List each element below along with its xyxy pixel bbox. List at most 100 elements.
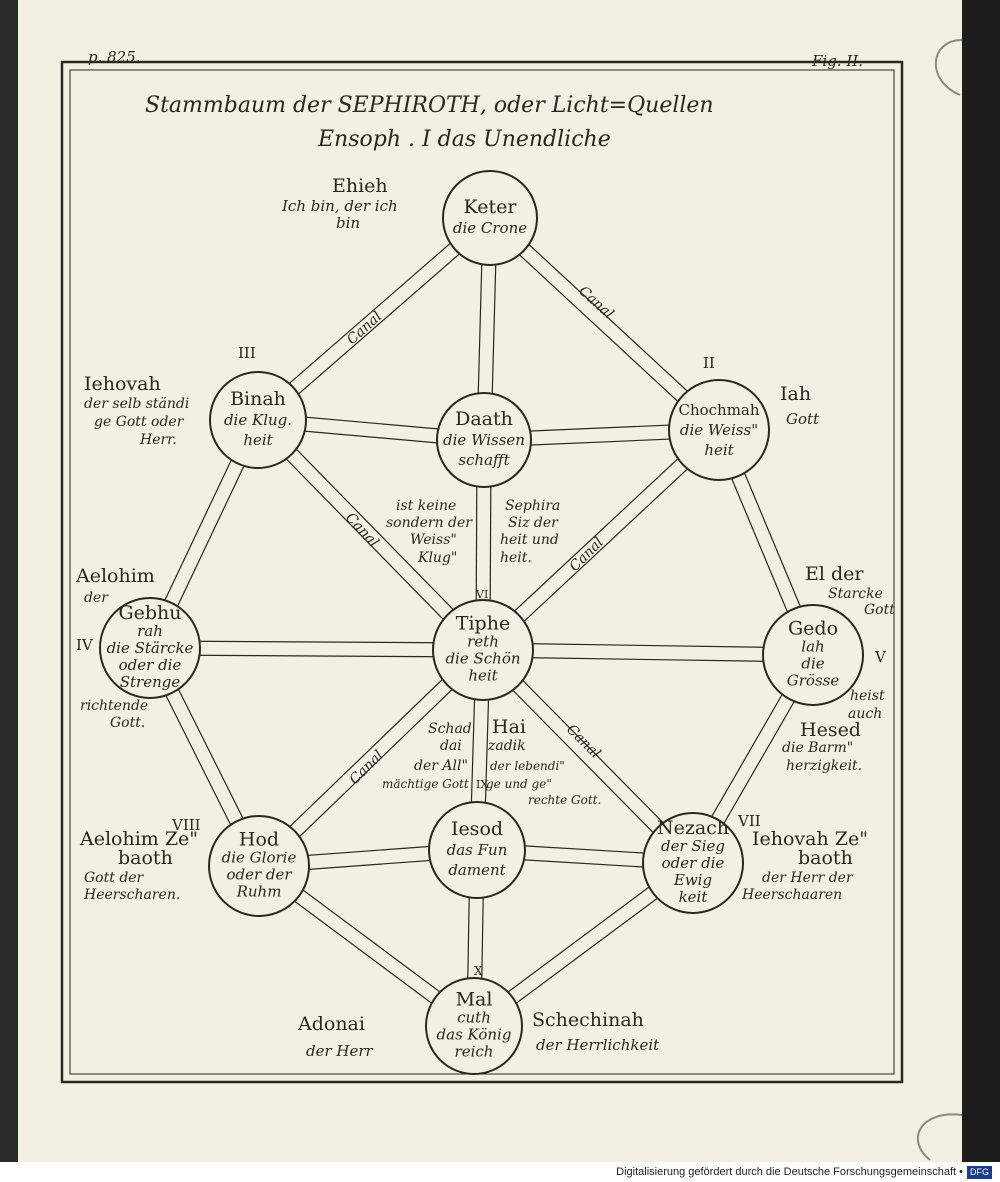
svg-text:Aelohim Ze": Aelohim Ze" xyxy=(79,828,198,850)
svg-text:die Barm": die Barm" xyxy=(782,740,853,756)
numeral-gebhurah: IV xyxy=(76,636,94,654)
canal-label: Canal xyxy=(567,535,607,575)
node-subtitle: heit xyxy=(243,431,273,449)
svg-text:der: der xyxy=(84,590,109,606)
svg-text:ge Gott oder: ge Gott oder xyxy=(94,414,185,430)
annotation-iah: Iah Gott xyxy=(780,383,820,428)
node-circle xyxy=(668,379,770,481)
node-name: Hod xyxy=(239,829,279,851)
binder-clip-bottom xyxy=(916,1113,963,1161)
svg-text:baoth: baoth xyxy=(118,847,173,869)
svg-text:zadik: zadik xyxy=(487,738,526,754)
canal-line xyxy=(252,424,479,656)
annotation-iehovah-left: Iehovah der selb ständi ge Gott oder Her… xyxy=(84,373,189,448)
node-subtitle: reth xyxy=(467,633,499,651)
svg-text:Schechinah: Schechinah xyxy=(532,1009,644,1031)
node-subtitle: die Weiss" xyxy=(680,421,758,439)
svg-text:der Herr: der Herr xyxy=(306,1042,374,1060)
canal-label: Canal xyxy=(575,283,616,322)
svg-text:Siz der: Siz der xyxy=(508,515,559,531)
page-label-left: p. 825. xyxy=(88,48,141,66)
canal-line xyxy=(262,414,489,646)
svg-text:Gott der: Gott der xyxy=(84,870,145,886)
annotation-hesed: heist auch Hesed die Barm" herzigkeit. xyxy=(782,688,885,774)
svg-text:herzigkeit.: herzigkeit. xyxy=(786,758,862,774)
node-subtitle: das König xyxy=(437,1026,512,1044)
node-subtitle: die Stärcke xyxy=(107,639,194,657)
title-line-1: Stammbaum der SEPHIROTH, oder Licht=Quel… xyxy=(145,93,714,118)
svg-text:Heerscharen.: Heerscharen. xyxy=(83,887,180,903)
node-subtitle: die xyxy=(801,655,824,673)
svg-text:Weiss": Weiss" xyxy=(410,532,457,548)
annotation-schaddai: Schad dai der All" mächtige Gott xyxy=(382,721,472,791)
node-subtitle: rah xyxy=(137,622,163,640)
dfg-logo: DFG xyxy=(967,1166,992,1179)
node-subtitle: die Crone xyxy=(453,219,527,237)
canal-label: Canal xyxy=(344,309,385,348)
node-name: Binah xyxy=(230,388,286,410)
node-name: Mal xyxy=(456,989,493,1011)
svg-text:Hai: Hai xyxy=(492,716,526,738)
binder-clip-top xyxy=(934,39,963,96)
svg-text:heit.: heit. xyxy=(500,550,532,566)
node-subtitle: oder die xyxy=(662,854,725,872)
svg-text:Starcke: Starcke xyxy=(828,586,883,602)
annotation-adonai: Adonai der Herr xyxy=(297,1013,374,1060)
svg-text:El der: El der xyxy=(805,563,864,585)
canal-line xyxy=(253,212,486,416)
annotation-schechinah: Schechinah der Herrlichkeit xyxy=(532,1009,660,1054)
canal-line xyxy=(253,644,479,862)
annotation-aelohim-zebaoth: Aelohim Ze" baoth Gott der Heerscharen. xyxy=(79,828,198,903)
footer-credit: Digitalisierung gefördert durch die Deut… xyxy=(0,1162,1000,1182)
node-name: Keter xyxy=(464,196,518,218)
node-subtitle: oder die xyxy=(119,656,182,674)
svg-text:heit und: heit und xyxy=(500,532,559,548)
svg-text:Aelohim: Aelohim xyxy=(75,565,155,587)
node-circle xyxy=(208,815,310,917)
node-name: Daath xyxy=(455,408,513,430)
svg-text:Klug": Klug" xyxy=(417,550,457,566)
node-circle xyxy=(432,599,534,701)
numeral-hod: VIII xyxy=(171,816,201,834)
svg-text:Schad: Schad xyxy=(428,721,472,737)
node-name: Iesod xyxy=(451,818,503,840)
svg-text:Gott: Gott xyxy=(864,602,895,618)
node-subtitle: dament xyxy=(448,861,506,879)
svg-text:mächtige Gott: mächtige Gott xyxy=(382,777,469,791)
node-name: Gebhu xyxy=(118,602,181,624)
node-subtitle: heit xyxy=(468,667,498,685)
node-circle xyxy=(442,170,538,266)
svg-text:Gott.: Gott. xyxy=(110,715,145,731)
numeral-binah: III xyxy=(238,344,256,362)
svg-text:rechte Gott.: rechte Gott. xyxy=(528,793,601,807)
canal-line xyxy=(483,642,814,649)
node-subtitle: schafft xyxy=(458,451,510,469)
node-subtitle: oder der xyxy=(226,866,292,884)
numeral-gedolah: V xyxy=(874,648,887,666)
svg-text:Gott: Gott xyxy=(786,410,820,428)
svg-text:bin: bin xyxy=(336,214,360,232)
numeral-tiphereth: VI xyxy=(475,588,488,601)
node-circle xyxy=(428,801,526,899)
annotation-sephira-left: ist keine sondern der Weiss" Klug" xyxy=(386,498,473,566)
annotation-aelohim-left: Aelohim der xyxy=(75,565,155,606)
svg-text:der Herr der: der Herr der xyxy=(762,870,854,886)
svg-text:auch: auch xyxy=(848,706,882,722)
node-circle xyxy=(642,812,744,914)
node-subtitle: die Klug. xyxy=(224,411,292,429)
svg-text:Iehovah Ze": Iehovah Ze" xyxy=(752,828,868,850)
node-subtitle: keit xyxy=(679,888,709,906)
title-line-2: Ensoph . I das Unendliche xyxy=(317,127,611,152)
numeral-nezach: VII xyxy=(737,812,761,830)
node-subtitle: der Sieg xyxy=(661,837,725,855)
canal-line xyxy=(477,424,715,646)
footer-text: Digitalisierung gefördert durch die Deut… xyxy=(616,1166,963,1178)
numeral-iesod: IX xyxy=(476,778,488,791)
